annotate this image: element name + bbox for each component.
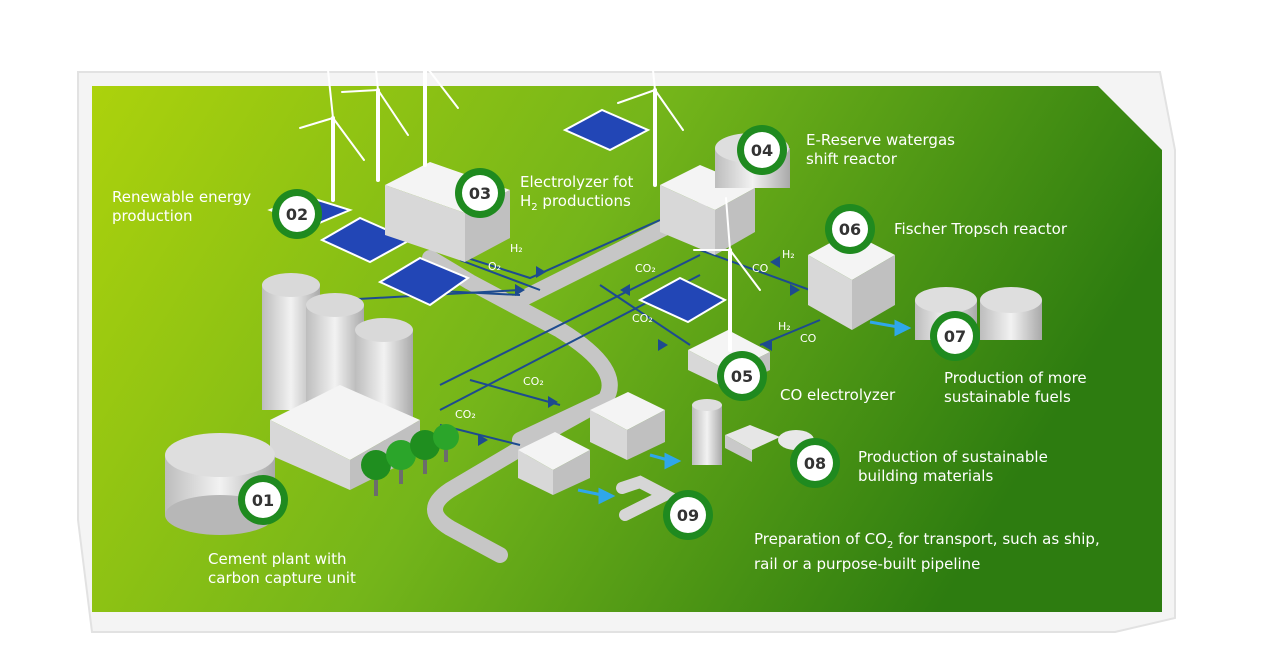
cement-plant <box>165 273 420 535</box>
output-arrows <box>577 319 912 505</box>
step-badge-02: 02 <box>272 189 322 239</box>
gas-labels: H₂ O₂ CO₂ CO₂ CO₂ CO₂ CO H₂ H₂ CO <box>455 242 817 421</box>
gas-label-co2: CO₂ <box>635 262 656 275</box>
step-badge-number: 04 <box>751 141 773 160</box>
step-badge-number: 08 <box>804 454 826 473</box>
step-badge-01: 01 <box>238 475 288 525</box>
gas-label-co2: CO₂ <box>632 312 653 325</box>
gas-label-co2: CO₂ <box>523 375 544 388</box>
step-badge-04: 04 <box>737 125 787 175</box>
step-badge-number: 02 <box>286 205 308 224</box>
step-badge-number: 09 <box>677 506 699 525</box>
gas-label-o2: O₂ <box>488 260 501 273</box>
step-badge-number: 06 <box>839 220 861 239</box>
step-badge-08: 08 <box>790 438 840 488</box>
step-badge-number: 05 <box>731 367 753 386</box>
gas-label-h2: H₂ <box>510 242 523 255</box>
label-electrolyzer: Electrolyzer fot H2 productions <box>520 173 634 213</box>
solar-panels <box>267 108 728 324</box>
wind-turbines <box>299 13 761 352</box>
step-badge-06: 06 <box>825 204 875 254</box>
gas-label-co: CO <box>800 332 817 345</box>
step-badges: 01 02 03 04 05 06 07 08 09 <box>238 125 980 540</box>
gas-label-h2: H₂ <box>782 248 795 261</box>
label-fischer-tropsch: Fischer Tropsch reactor <box>894 220 1067 238</box>
gas-label-co: CO <box>752 262 769 275</box>
gas-label-co2: CO₂ <box>455 408 476 421</box>
step-badge-number: 01 <box>252 491 274 510</box>
label-co2-transport: Preparation of CO2 for transport, such a… <box>754 530 1100 573</box>
step-badge-number: 07 <box>944 327 966 346</box>
step-badge-number: 03 <box>469 184 491 203</box>
flow-arrows <box>478 256 800 446</box>
step-badge-05: 05 <box>717 351 767 401</box>
gas-label-h2: H₂ <box>778 320 791 333</box>
step-badge-09: 09 <box>663 490 713 540</box>
step-badge-07: 07 <box>930 311 980 361</box>
step-badge-03: 03 <box>455 168 505 218</box>
trees <box>361 424 459 496</box>
label-co-electrolyzer: CO electrolyzer <box>780 386 896 404</box>
